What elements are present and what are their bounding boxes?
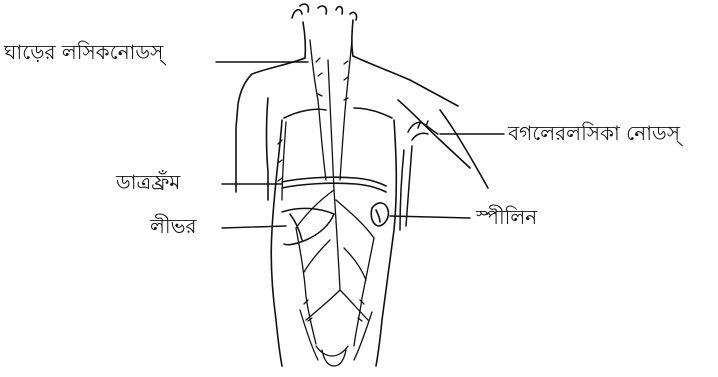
leader-liver [222,226,286,228]
label-neck-lymph-nodes: ঘাড়ের লসিকনোডস্ [4,40,163,64]
label-diaphragm: ডাত্রফ্রঁম [116,170,180,194]
axillary-nodes [400,121,438,230]
spleen [371,203,388,226]
leader-spleen [390,216,470,218]
leader-lines [216,62,504,228]
label-axillary-lymph-nodes: বগলেরলসিকা নোডস্ [508,121,680,145]
label-liver: লীভর [150,214,197,238]
lymph-vessels [278,40,374,366]
label-spleen: স্পীলিন [476,205,537,229]
